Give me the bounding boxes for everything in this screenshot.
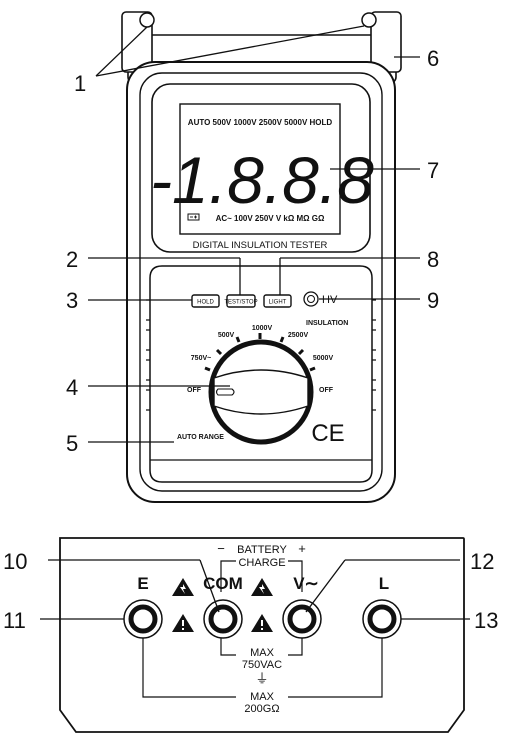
dial-label-off-right: OFF	[319, 387, 334, 394]
lcd-digits: -1.8.8.8	[150, 143, 374, 217]
callout-12: 12	[470, 549, 494, 574]
callout-11: 11	[3, 608, 26, 633]
max-resistance-label-2: 200GΩ	[244, 703, 279, 715]
hv-indicator-lamp	[303, 291, 319, 307]
callout-4: 4	[66, 375, 78, 400]
ce-mark: CE	[311, 420, 344, 447]
terminal-l-label: L	[379, 574, 389, 593]
dial-label-5000v: 5000V	[313, 355, 334, 362]
terminal-panel-outline	[59, 537, 465, 733]
lcd-top-indicators: AUTO 500V 1000V 2500V 5000V HOLD	[188, 118, 333, 127]
device-name-label: DIGITAL INSULATION TESTER	[193, 240, 328, 251]
callout-leaders-top	[88, 25, 420, 443]
light-button-label: LIGHT	[269, 300, 287, 306]
callout-8: 8	[427, 247, 439, 272]
dial-scale-marks	[204, 333, 316, 372]
callout-7: 7	[427, 158, 439, 183]
callout-1: 1	[74, 71, 86, 96]
dial-label-1000v: 1000V	[252, 325, 273, 332]
callout-2: 2	[66, 247, 78, 272]
battery-minus-sign: −	[217, 541, 225, 556]
terminal-panel: − BATTERY + CHARGE E COM V∼ L	[59, 537, 465, 733]
battery-label: BATTERY	[237, 544, 287, 556]
test-stop-button-label: TEST/STOP	[224, 300, 257, 306]
callout-leaders-bottom	[40, 559, 470, 620]
warning-icon	[251, 578, 273, 596]
ground-icon: ⏚	[255, 671, 268, 686]
terminal-com-jack[interactable]	[203, 599, 243, 639]
strap-ring-right	[361, 12, 377, 28]
charge-label: CHARGE	[238, 557, 285, 569]
dial-label-750v: 750V~	[191, 355, 211, 362]
battery-icon	[187, 213, 200, 221]
callout-6: 6	[427, 46, 439, 71]
switch-grip[interactable]	[213, 369, 309, 415]
warning-icon	[172, 614, 194, 632]
auto-range-label: AUTO RANGE	[177, 434, 224, 441]
callout-13: 13	[474, 608, 498, 633]
terminal-e-jack[interactable]	[123, 599, 163, 639]
light-button[interactable]	[263, 294, 292, 308]
max-resistance-label-1: MAX	[250, 691, 275, 703]
insulation-label: INSULATION	[306, 320, 348, 327]
hv-label: HV	[322, 294, 338, 306]
warning-icon	[172, 578, 194, 596]
switch-pointer	[215, 388, 235, 396]
test-stop-button[interactable]	[226, 294, 256, 308]
callout-3: 3	[66, 288, 78, 313]
terminal-com-label: COM	[203, 574, 243, 593]
callout-9: 9	[427, 288, 439, 313]
strap-ring-left	[139, 12, 155, 28]
hold-button[interactable]	[191, 294, 220, 308]
lcd-bottom-indicators: AC~ 100V 250V V kΩ MΩ GΩ	[216, 214, 325, 223]
dial-label-off-left: OFF	[187, 387, 202, 394]
terminal-v-jack[interactable]	[282, 599, 322, 639]
max-voltage-label-1: MAX	[250, 647, 275, 659]
dial-label-2500v: 2500V	[288, 332, 309, 339]
dial-label-500v: 500V	[218, 332, 235, 339]
callout-10: 10	[3, 549, 27, 574]
hold-button-label: HOLD	[197, 300, 214, 306]
lcd-screen	[179, 103, 341, 235]
battery-plus-sign: +	[298, 541, 306, 556]
callout-5: 5	[66, 431, 78, 456]
device-front: AUTO 500V 1000V 2500V 5000V HOLD -1.8.8.…	[121, 11, 402, 503]
max-voltage-label-2: 750VAC	[242, 659, 282, 671]
terminal-l-jack[interactable]	[362, 599, 402, 639]
warning-icon	[251, 614, 273, 632]
terminal-v-label: V∼	[293, 574, 319, 593]
terminal-e-label: E	[137, 574, 148, 593]
